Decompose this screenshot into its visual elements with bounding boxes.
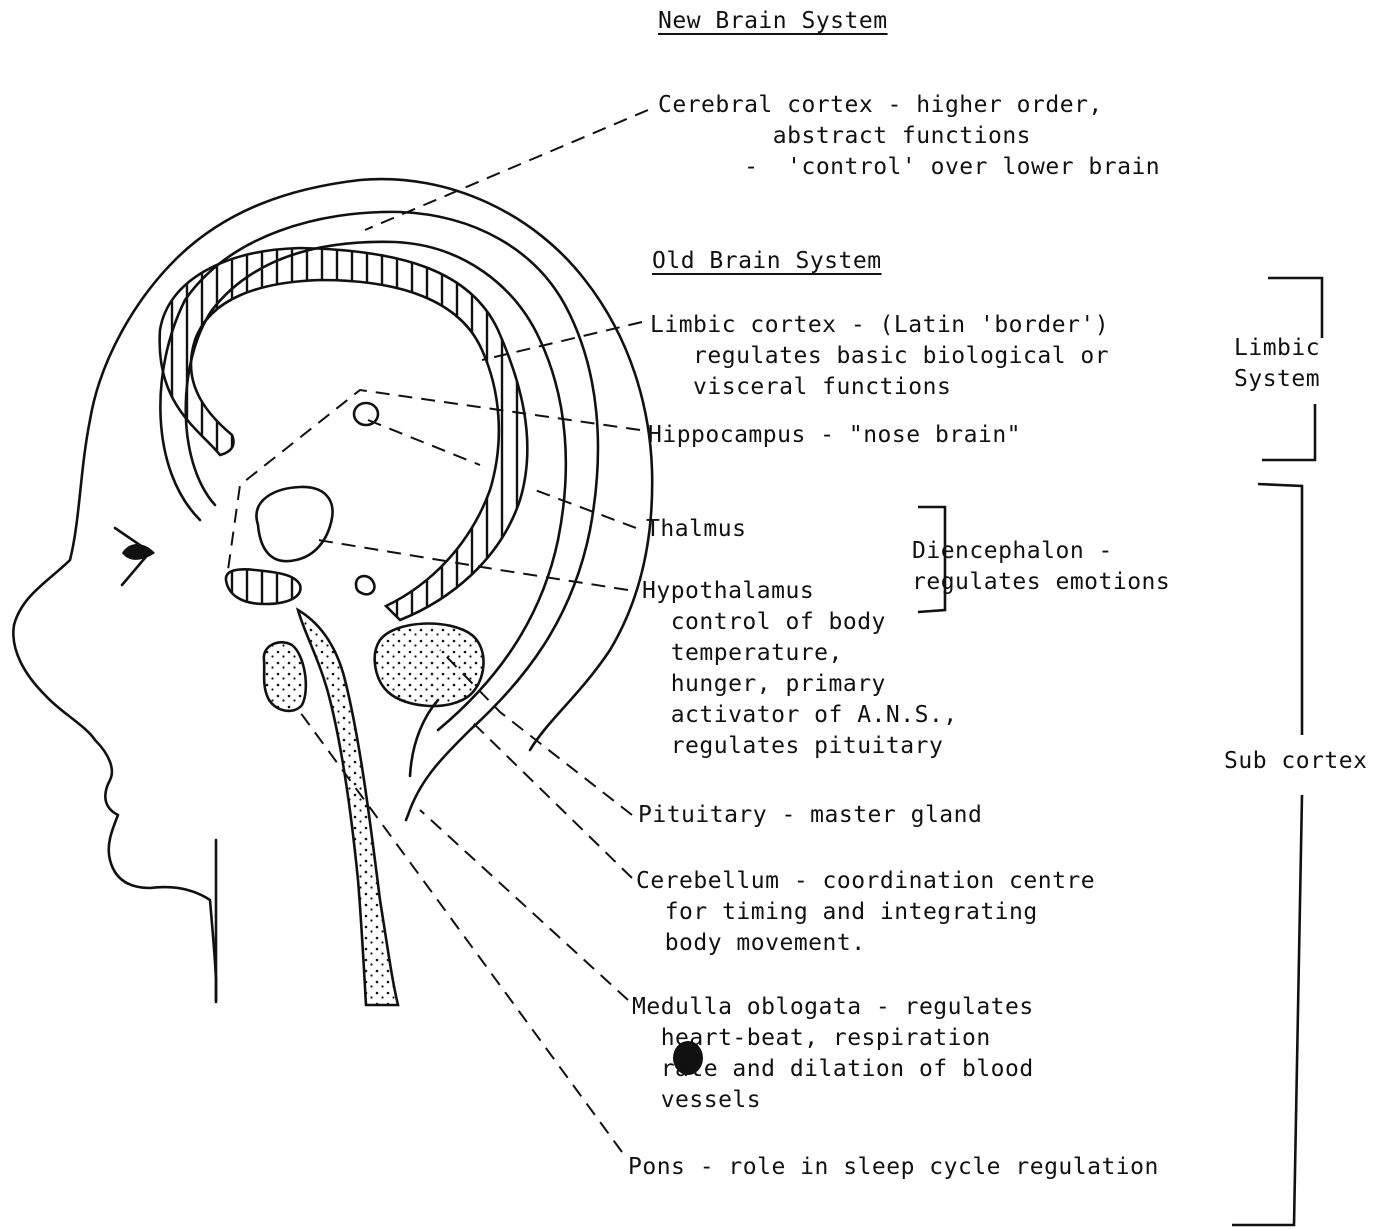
hypothalamus-label: Hypothalamus control of body temperature… (642, 576, 958, 762)
pituitary-shape (356, 576, 374, 594)
limbic-system-bracket (1268, 278, 1322, 338)
limbic-band (160, 248, 528, 620)
hippocampus-label: Hippocampus - "nose brain" (648, 420, 1021, 451)
thalmus-label: Thalmus (646, 514, 746, 545)
head-outline (13, 179, 652, 1002)
pons-label: Pons - role in sleep cycle regulation (628, 1152, 1159, 1183)
cerebellum-shape (375, 624, 484, 707)
thalamus-shape (256, 487, 332, 561)
cerebral-cortex-label: Cerebral cortex - higher order, abstract… (658, 90, 1160, 183)
diencephalon-label: Diencephalon - regulates emotions (912, 536, 1170, 598)
sub-cortex-bracket-label: Sub cortex (1224, 746, 1367, 777)
hypothalamus-shape (226, 569, 300, 604)
sub-cortex-bracket (1258, 484, 1302, 735)
pituitary-label: Pituitary - master gland (638, 800, 982, 831)
new-brain-header: New Brain System (658, 6, 888, 37)
cerebellum-label: Cerebellum - coordination centre for tim… (636, 866, 1095, 959)
limbic-cortex-label: Limbic cortex - (Latin 'border') regulat… (650, 310, 1109, 403)
pons-shape (264, 642, 306, 711)
old-brain-header: Old Brain System (652, 246, 882, 277)
limbic-system-bracket-label: Limbic System (1234, 333, 1320, 395)
medulla-label: Medulla oblogata - regulates heart-beat,… (632, 992, 1034, 1116)
